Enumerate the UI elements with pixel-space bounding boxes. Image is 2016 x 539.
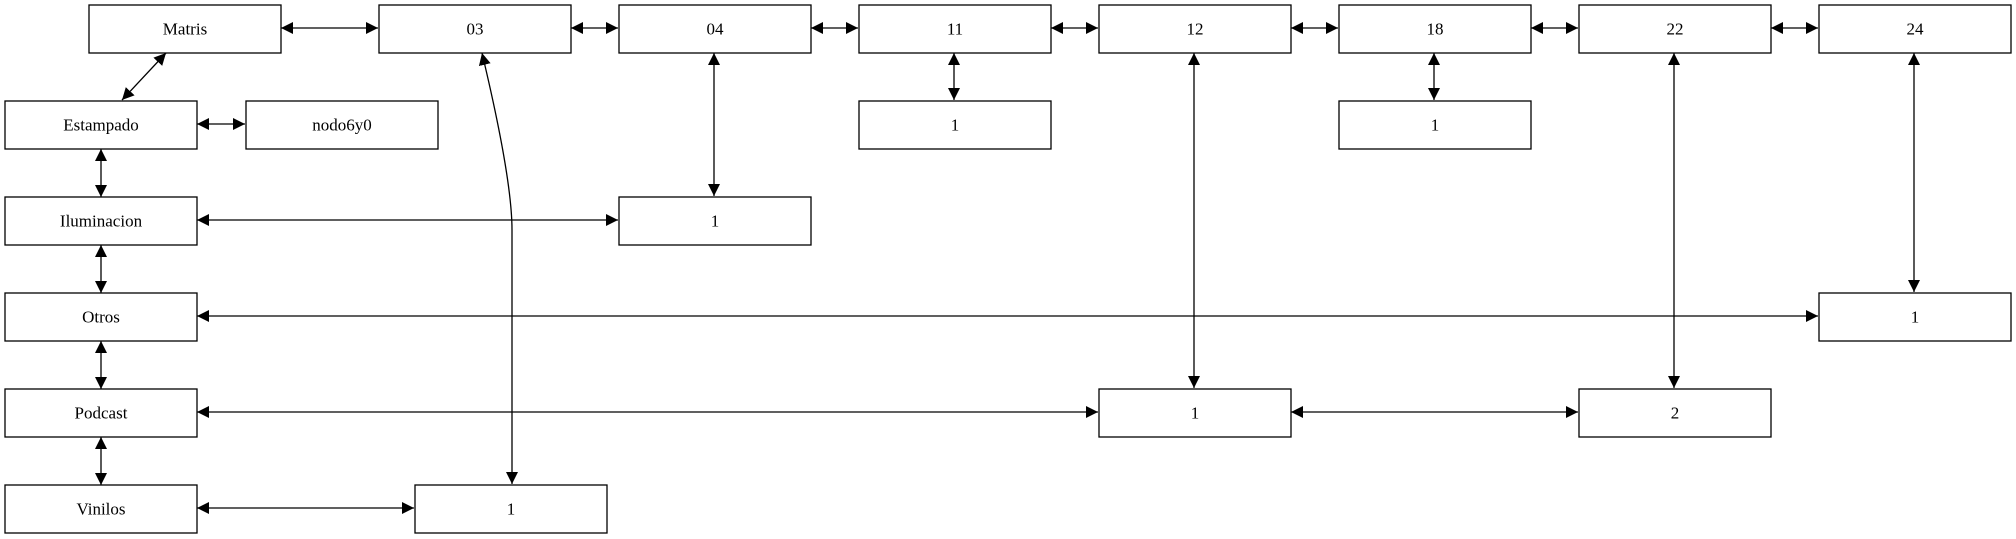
node-cell-18: 1	[1338, 100, 1532, 150]
node-label: 1	[507, 500, 516, 519]
node-row-podcast: Podcast	[4, 388, 198, 438]
node-label: Matris	[163, 20, 207, 39]
node-label: 18	[1427, 20, 1444, 39]
node-label: Estampado	[63, 116, 139, 135]
node-label: 1	[711, 212, 720, 231]
node-cell-vinilos-03: 1	[414, 484, 608, 534]
node-col-03: 03	[378, 4, 572, 54]
node-nodo6y0: nodo6y0	[245, 100, 439, 150]
node-cell-iluminacion-04: 1	[618, 196, 812, 246]
node-label: 04	[707, 20, 725, 39]
edge-matris-estampado	[121, 52, 167, 101]
node-label: Podcast	[75, 404, 128, 423]
node-col-04: 04	[618, 4, 812, 54]
node-label: 2	[1671, 404, 1680, 423]
node-label: 1	[1911, 308, 1920, 327]
node-label: 24	[1907, 20, 1925, 39]
node-label: 1	[951, 116, 960, 135]
node-label: Vinilos	[76, 500, 125, 519]
node-matris: Matris	[88, 4, 282, 54]
edge-03-vinilos-cell	[478, 52, 518, 484]
node-col-18: 18	[1338, 4, 1532, 54]
node-label: 1	[1191, 404, 1200, 423]
node-col-12: 12	[1098, 4, 1292, 54]
node-label: nodo6y0	[312, 116, 372, 135]
node-label: Otros	[82, 308, 120, 327]
node-cell-podcast-12: 1	[1098, 388, 1292, 438]
node-row-otros: Otros	[4, 292, 198, 342]
node-cell-podcast-22: 2	[1578, 388, 1772, 438]
node-label: 12	[1187, 20, 1204, 39]
node-col-22: 22	[1578, 4, 1772, 54]
node-col-11: 11	[858, 4, 1052, 54]
node-label: 1	[1431, 116, 1440, 135]
node-label: 22	[1667, 20, 1684, 39]
node-row-iluminacion: Iluminacion	[4, 196, 198, 246]
node-col-24: 24	[1818, 4, 2012, 54]
node-label: 03	[467, 20, 484, 39]
node-cell-otros-24: 1	[1818, 292, 2012, 342]
node-row-estampado: Estampado	[4, 100, 198, 150]
node-label: Iluminacion	[60, 212, 143, 231]
node-label: 11	[947, 20, 963, 39]
node-cell-11: 1	[858, 100, 1052, 150]
node-row-vinilos: Vinilos	[4, 484, 198, 534]
